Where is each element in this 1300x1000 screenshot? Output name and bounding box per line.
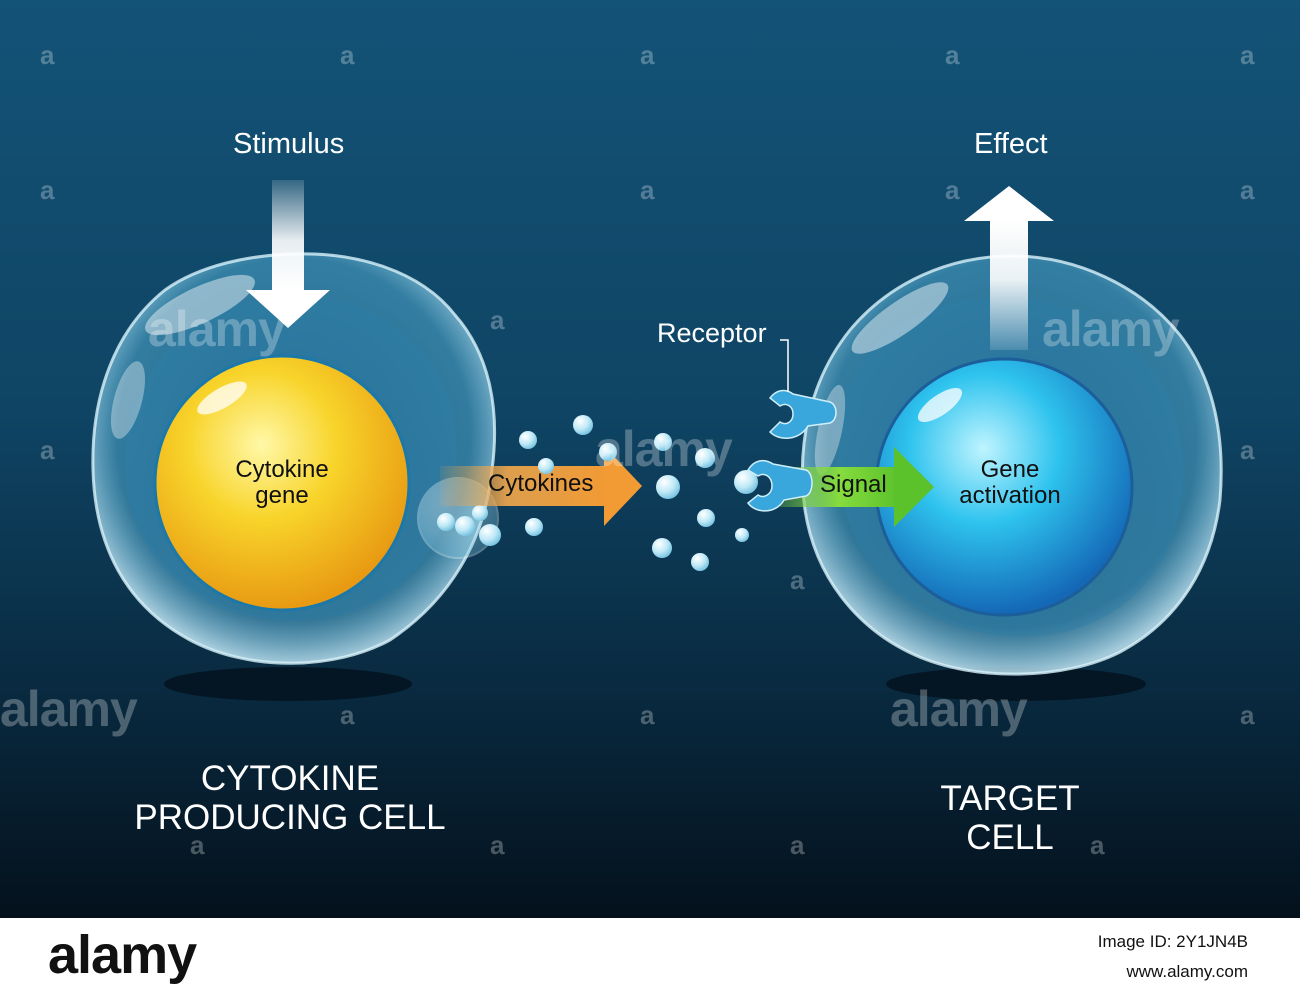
cytokines-label: Cytokines bbox=[488, 470, 594, 497]
right-cell-shadow bbox=[886, 667, 1146, 701]
signal-label: Signal bbox=[820, 471, 887, 498]
brand-logo: alamy bbox=[48, 925, 197, 985]
footer-bar: alamy Image ID: 2Y1JN4B www.alamy.com bbox=[0, 918, 1300, 1000]
watermark-letter: a bbox=[1240, 175, 1255, 205]
receptor-upper bbox=[768, 389, 837, 439]
cytokine-gene-label: Cytokine gene bbox=[235, 456, 329, 510]
watermark-letter: a bbox=[190, 830, 205, 860]
watermark-letter: a bbox=[490, 305, 505, 335]
effect-label: Effect bbox=[974, 128, 1048, 160]
watermark-letter: a bbox=[40, 40, 55, 70]
receptor-label: Receptor bbox=[657, 318, 767, 348]
watermark-letter: a bbox=[1240, 40, 1255, 70]
cytokine-producing-cell-title: CYTOKINE PRODUCING CELL bbox=[134, 759, 446, 837]
watermark-letter: a bbox=[790, 565, 805, 595]
watermark-letter: a bbox=[790, 830, 805, 860]
watermark-letter: a bbox=[1240, 700, 1255, 730]
cytokine-molecules bbox=[519, 415, 758, 571]
watermark-word: alamy bbox=[1042, 301, 1180, 357]
watermark-letter: a bbox=[640, 700, 655, 730]
watermark-letter: a bbox=[40, 435, 55, 465]
cytokine-gene-nucleus bbox=[153, 354, 411, 612]
watermark-letter: a bbox=[640, 40, 655, 70]
site-url: www.alamy.com bbox=[1126, 962, 1248, 981]
watermark-letter: a bbox=[1240, 435, 1255, 465]
cytokine-producing-cell bbox=[91, 252, 501, 665]
watermark-letter: a bbox=[640, 175, 655, 205]
receptor-bound bbox=[746, 459, 813, 512]
watermark-letter: a bbox=[945, 40, 960, 70]
cytokines-arrow bbox=[440, 446, 642, 526]
watermark-letter: a bbox=[490, 830, 505, 860]
watermark-word: alamy bbox=[595, 421, 733, 477]
left-cell-shadow bbox=[164, 667, 412, 701]
stimulus-arrow bbox=[246, 180, 330, 328]
watermark-letter: a bbox=[340, 40, 355, 70]
watermark-word: alamy bbox=[148, 301, 286, 357]
diagram-canvas: a a a a a a a a a a a a a a a a a a a a … bbox=[0, 0, 1300, 918]
watermark-letter: a bbox=[40, 175, 55, 205]
target-cell-title: TARGET CELL bbox=[940, 779, 1080, 857]
diagram-art bbox=[91, 180, 1223, 701]
receptor-leader-line bbox=[780, 339, 789, 392]
watermark-letter: a bbox=[1090, 830, 1105, 860]
watermark-word: alamy bbox=[890, 681, 1028, 737]
watermark-letter: a bbox=[945, 175, 960, 205]
gene-activation-label: Gene activation bbox=[959, 456, 1061, 510]
effect-arrow bbox=[964, 186, 1054, 350]
image-id: Image ID: 2Y1JN4B bbox=[1097, 932, 1248, 951]
watermark-word: alamy bbox=[0, 681, 138, 737]
target-cell bbox=[800, 254, 1223, 676]
watermark-letter: a bbox=[340, 700, 355, 730]
stimulus-label: Stimulus bbox=[233, 128, 345, 160]
